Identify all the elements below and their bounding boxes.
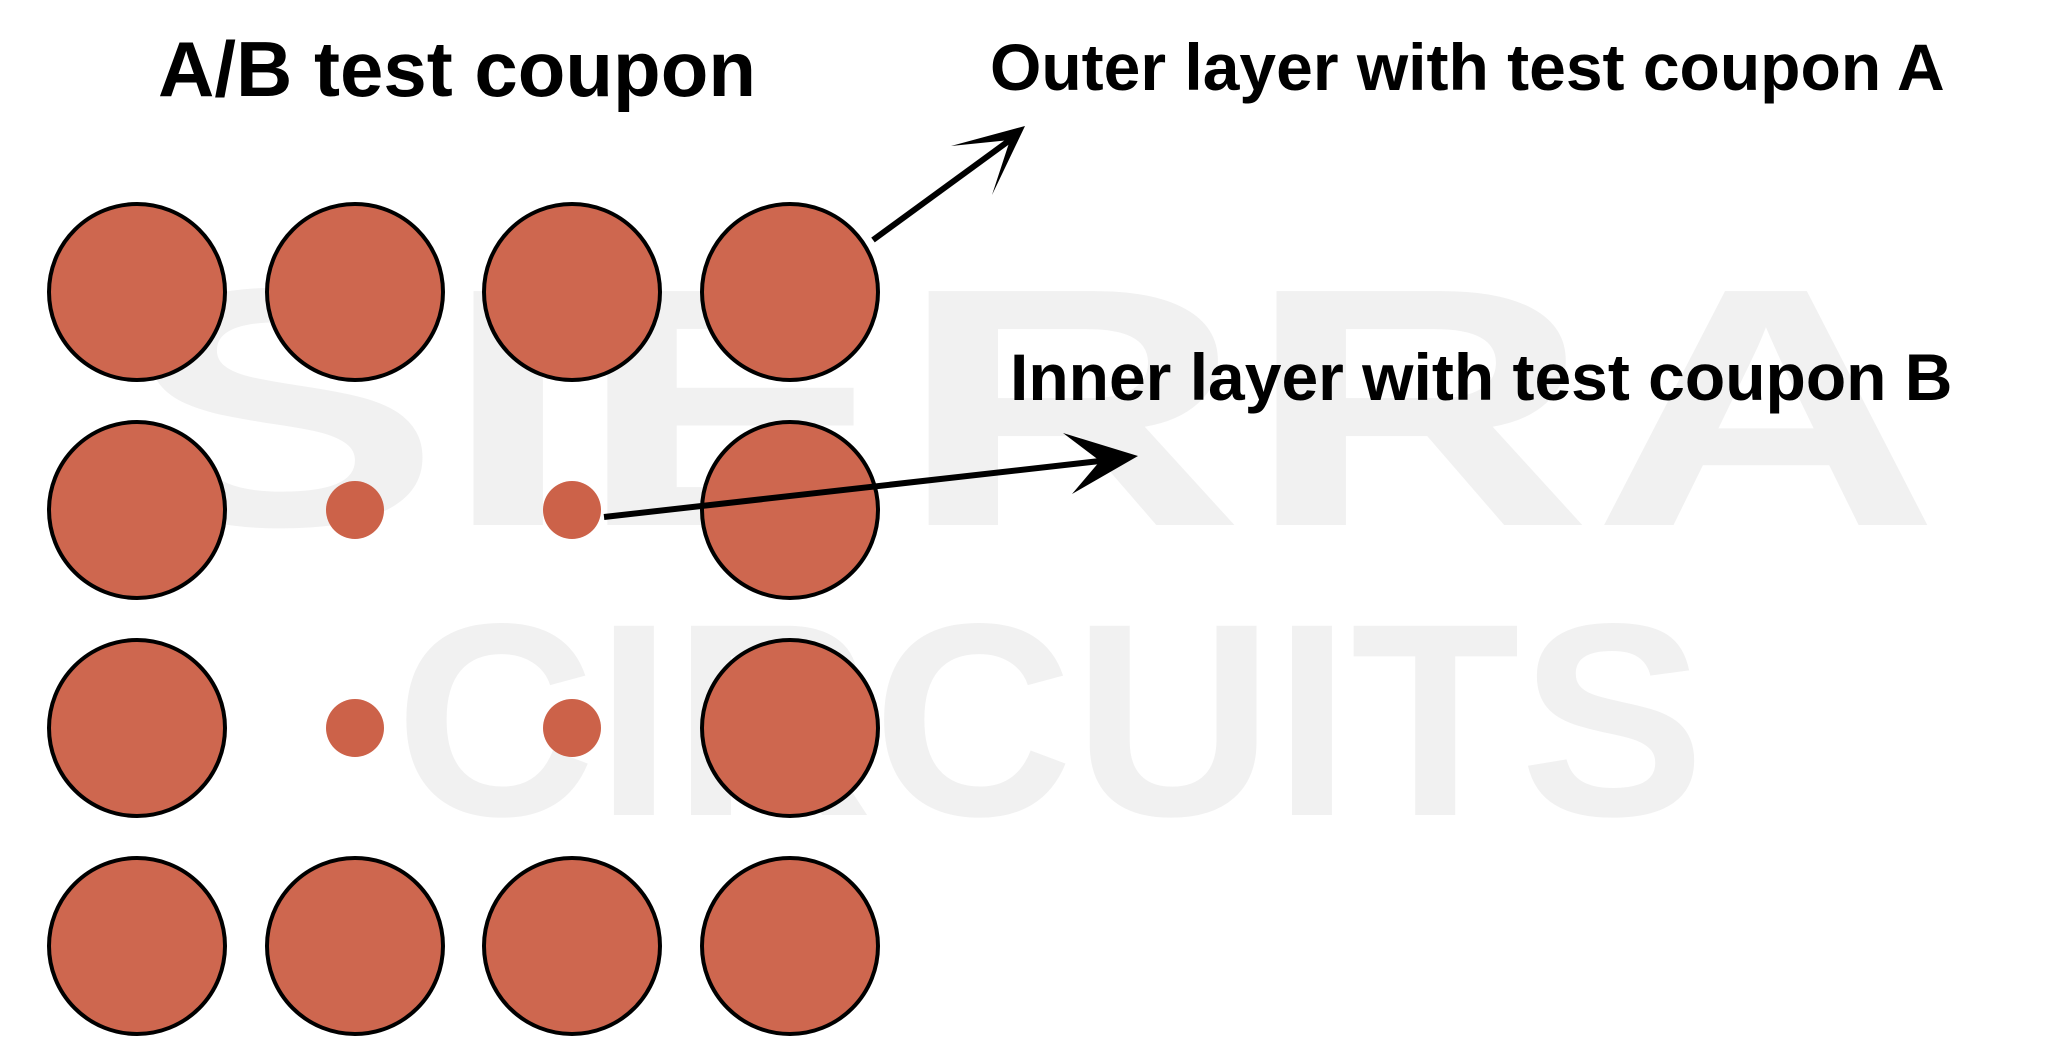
pad-large-r3c2 — [482, 856, 662, 1036]
arrow-inner-line — [603, 458, 1101, 520]
pad-large-r2c0 — [47, 638, 227, 818]
pad-small-r2c2 — [543, 699, 601, 757]
watermark-line-2: CIRCUITS — [395, 567, 1705, 874]
pad-large-r0c0 — [47, 202, 227, 382]
arrow-inner-head — [1063, 433, 1138, 494]
pad-large-r3c3 — [700, 856, 880, 1036]
callout-outer-layer: Outer layer with test coupon A — [990, 30, 1945, 104]
pad-small-r2c1 — [326, 699, 384, 757]
pad-large-r0c1 — [265, 202, 445, 382]
watermark: SIERRA CIRCUITS — [120, 218, 1940, 874]
pad-large-r2c3 — [700, 638, 880, 818]
arrow-outer-line — [871, 137, 1012, 243]
pad-large-r1c3 — [700, 420, 880, 600]
pad-large-r3c0 — [47, 856, 227, 1036]
pad-large-r3c1 — [265, 856, 445, 1036]
pad-grid — [47, 202, 880, 1036]
pad-large-r0c2 — [482, 202, 662, 382]
pad-large-r0c3 — [700, 202, 880, 382]
pad-large-r1c0 — [47, 420, 227, 600]
arrow-outer-head — [951, 126, 1025, 195]
pad-small-r1c2 — [543, 481, 601, 539]
diagram-title: A/B test coupon — [158, 25, 756, 113]
callout-inner-layer: Inner layer with test coupon B — [1010, 340, 1952, 414]
arrows — [603, 126, 1138, 520]
pad-small-r1c1 — [326, 481, 384, 539]
